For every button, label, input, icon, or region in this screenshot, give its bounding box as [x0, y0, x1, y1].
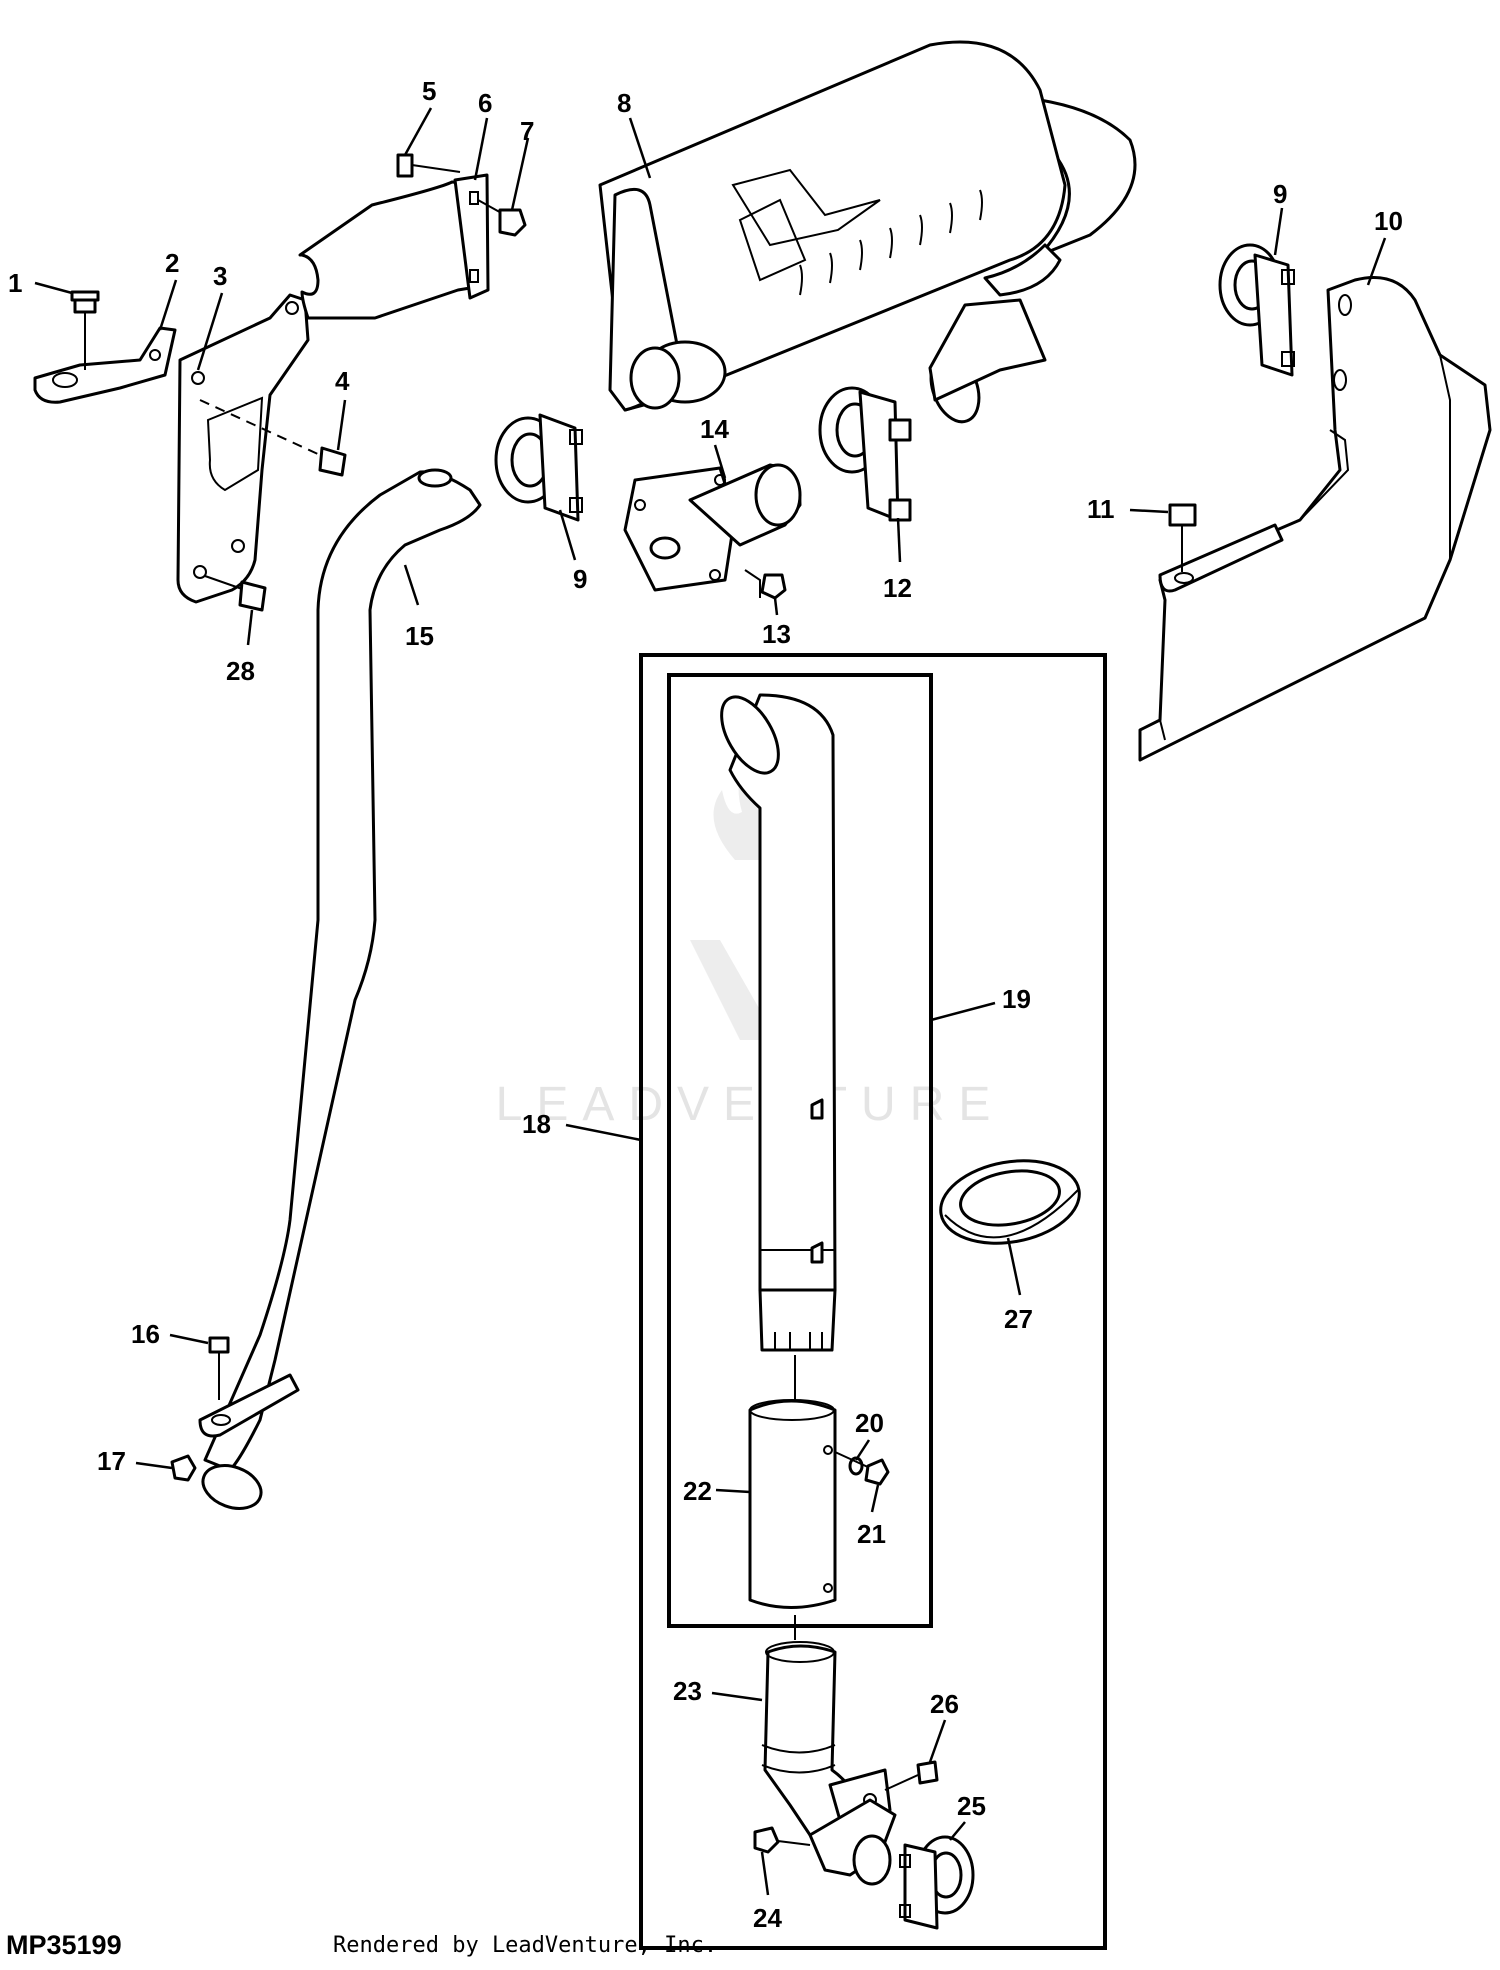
part-6-heat-shield	[298, 173, 490, 320]
part-12-clamp	[818, 386, 912, 522]
callout-23: 23	[673, 1676, 702, 1706]
callout-17: 17	[97, 1446, 126, 1476]
part-11-bolt	[1168, 503, 1197, 572]
callout-5: 5	[422, 76, 436, 106]
callout-7: 7	[520, 116, 534, 146]
callout-19: 19	[1002, 984, 1031, 1014]
callout-18: 18	[522, 1109, 551, 1139]
part-25-clamp	[899, 1835, 975, 1930]
leader-lines	[34, 107, 1387, 1896]
pipe-bracket	[198, 1373, 300, 1438]
part-4-bolt	[199, 399, 347, 477]
part-1-bolt	[70, 290, 100, 370]
figure-id: MP35199	[6, 1930, 122, 1960]
part-16-bolt	[208, 1336, 230, 1400]
callout-12: 12	[883, 573, 912, 603]
part-9-clamp-left	[494, 413, 583, 522]
callout-15: 15	[405, 621, 434, 651]
callout-9-right: 9	[1273, 179, 1287, 209]
stack-pipe	[720, 693, 837, 1352]
part-3-mounting-plate	[176, 293, 310, 604]
callout-26: 26	[930, 1689, 959, 1719]
part-28-bolt	[204, 575, 267, 612]
part-2-bracket	[33, 326, 177, 404]
callout-21: 21	[857, 1519, 886, 1549]
callout-24: 24	[753, 1903, 782, 1933]
part-13-nut	[744, 569, 787, 600]
part-15-exhaust-pipe	[201, 468, 482, 1510]
part-27-grommet	[939, 1159, 1081, 1245]
callout-8: 8	[617, 88, 631, 118]
callout-3: 3	[213, 261, 227, 291]
callout-20: 20	[855, 1408, 884, 1438]
render-credit: Rendered by LeadVenture, Inc.	[333, 1933, 718, 1958]
part-22-sleeve	[748, 1355, 837, 1609]
callout-25: 25	[957, 1791, 986, 1821]
part-24-nut	[753, 1826, 811, 1854]
elbow-outlet	[808, 1798, 897, 1886]
callout-2: 2	[165, 248, 179, 278]
callout-28: 28	[226, 656, 255, 686]
callout-4: 4	[335, 366, 350, 396]
part-9-clamp-right	[1218, 243, 1295, 377]
part-8-muffler	[598, 40, 1137, 412]
callout-9-left: 9	[573, 564, 587, 594]
callout-22: 22	[683, 1476, 712, 1506]
shield-tab	[1158, 523, 1284, 593]
part-26-bolt	[884, 1760, 939, 1791]
part-21-screw	[834, 1451, 890, 1486]
callout-1: 1	[8, 268, 22, 298]
callout-16: 16	[131, 1319, 160, 1349]
watermark-text: LEADVENTURE	[496, 1078, 1005, 1131]
callout-14: 14	[700, 414, 729, 444]
part-18-kit-box	[639, 653, 1107, 1950]
part-19-kit-box	[667, 673, 933, 1628]
callout-labels: 1 2 3 4 5 6 7 8 9 9 10 11 12 13 14 15 16…	[8, 76, 1403, 1933]
part-5-bolt	[396, 153, 461, 178]
callout-27: 27	[1004, 1304, 1033, 1334]
callout-6: 6	[478, 88, 492, 118]
part-17-nut	[170, 1454, 197, 1482]
callout-11: 11	[1087, 494, 1115, 524]
part-7-nut	[477, 199, 527, 237]
callout-13: 13	[762, 619, 791, 649]
callout-10: 10	[1374, 206, 1403, 236]
part-14-flange	[623, 463, 802, 592]
muffler-outlet-pipe	[928, 243, 1062, 424]
